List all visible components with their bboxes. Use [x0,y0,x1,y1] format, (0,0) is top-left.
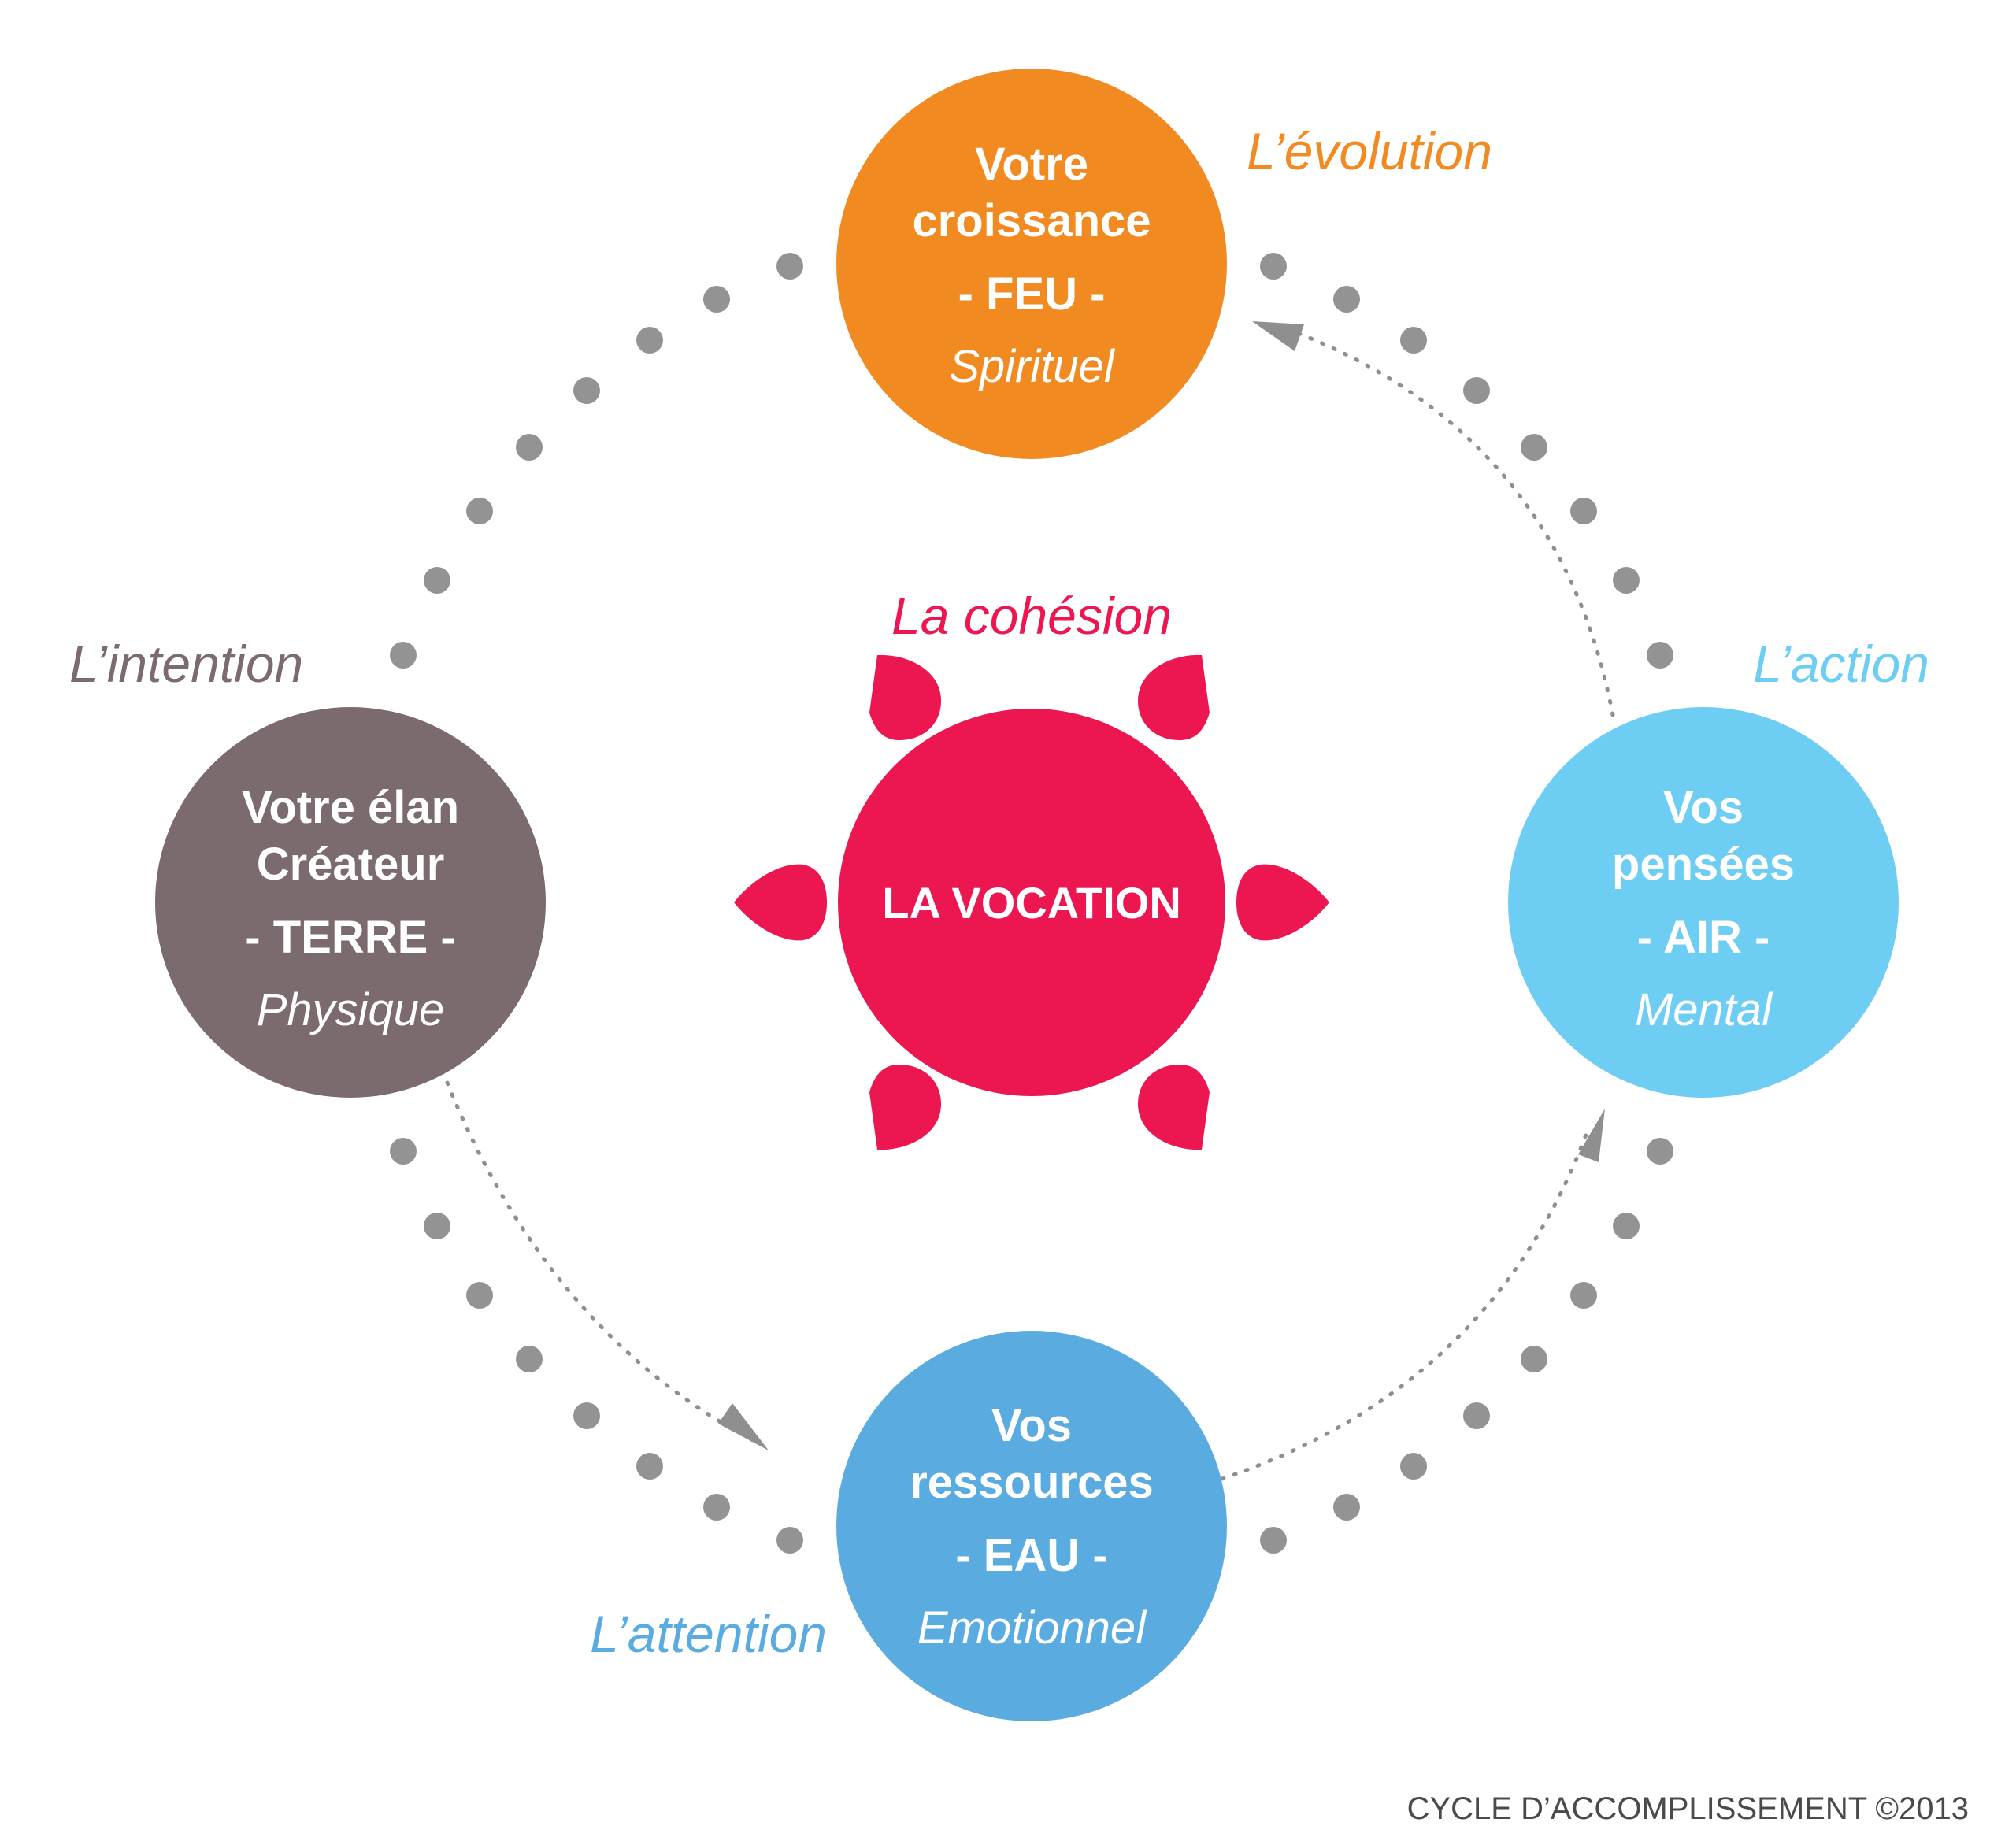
node-earth-element: - TERRE - [245,912,455,963]
node-fire-line1: Votre [975,139,1088,190]
node-fire-aspect: Spirituel [949,341,1116,392]
arrow-earth-to-water [440,1069,757,1443]
ring-dot [1521,434,1547,461]
arrowhead-air-to-fire [1252,321,1304,351]
ring-dot [516,1346,543,1372]
ring-dot [776,253,803,280]
node-fire-line2: croissance [912,195,1151,246]
node-earth-line1: Votre élan [242,782,459,833]
petal-left [734,864,827,941]
node-air: Vos pensées - AIR - Mental [1508,707,1899,1098]
ring-dot [466,498,493,524]
petal-right [1236,864,1329,941]
ring-dot [1333,286,1360,313]
node-water-circle [836,1331,1227,1721]
ring-dot [424,1213,450,1239]
petal-top-right [1138,654,1210,740]
node-air-aspect: Mental [1635,984,1773,1035]
ring-dot [1613,1213,1640,1239]
ring-dot [1521,1346,1547,1372]
phase-intention: L’intention [69,635,303,693]
ring-dot [1400,1453,1427,1480]
ring-dot [573,377,600,404]
node-earth-line2: Créateur [257,839,445,890]
node-water-aspect: Emotionnel [917,1602,1147,1654]
ring-dot [573,1402,600,1429]
arrow-air-to-fire [1289,328,1615,717]
node-fire-element: - FEU - [958,269,1106,320]
petal-bottom-left [869,1065,941,1150]
node-water-line2: ressources [910,1457,1154,1508]
node-earth: Votre élan Créateur - TERRE - Physique [155,707,546,1098]
ring-dot [390,642,417,669]
ring-dot [1400,327,1427,354]
node-air-line1: Vos [1663,782,1744,833]
vocation-label: LA VOCATION [882,878,1181,928]
ring-dot [516,434,543,461]
ring-dot [703,286,730,313]
node-water: Vos ressources - EAU - Emotionnel [836,1331,1227,1721]
ring-dot [1613,567,1640,594]
node-water-element: - EAU - [955,1530,1107,1581]
ring-dot [466,1282,493,1309]
ring-dot [390,1138,417,1165]
ring-dot [1333,1494,1360,1521]
ring-dot [1570,498,1597,524]
petal-top-left [869,654,941,740]
ring-dot [1647,642,1673,669]
node-air-line2: pensées [1612,839,1795,890]
ring-dot [424,567,450,594]
ring-dot [1463,377,1490,404]
outer-dot-ring [390,253,1673,1554]
footer-copyright: CYCLE D’ACCOMPLISSEMENT ©2013 [1407,1791,1969,1826]
phase-action: L’action [1753,635,1929,693]
phase-attention: L’attention [590,1605,827,1663]
ring-dot [1570,1282,1597,1309]
ring-dot [636,1453,663,1480]
node-water-line1: Vos [991,1400,1072,1451]
node-earth-circle [155,707,546,1098]
ring-dot [776,1527,803,1554]
arrowhead-earth-to-water [718,1403,769,1450]
ring-dot [636,327,663,354]
node-air-circle [1508,707,1899,1098]
node-air-element: - AIR - [1637,912,1770,963]
ring-dot [1647,1138,1673,1165]
phase-cohesion: La cohésion [891,587,1172,645]
node-earth-aspect: Physique [257,984,445,1035]
ring-dot [703,1494,730,1521]
ring-dot [1260,253,1287,280]
vocation-petals [734,654,1329,1150]
arrow-water-to-air [1220,1124,1592,1481]
phase-evolution: L’évolution [1247,122,1492,180]
node-fire-circle [836,69,1227,459]
ring-dot [1260,1527,1287,1554]
cycle-arrows [440,321,1615,1481]
arrowhead-water-to-air [1578,1109,1605,1162]
petal-bottom-right [1138,1065,1210,1150]
vocation-circle [838,709,1225,1096]
node-fire: Votre croissance - FEU - Spirituel [836,69,1227,459]
ring-dot [1463,1402,1490,1429]
